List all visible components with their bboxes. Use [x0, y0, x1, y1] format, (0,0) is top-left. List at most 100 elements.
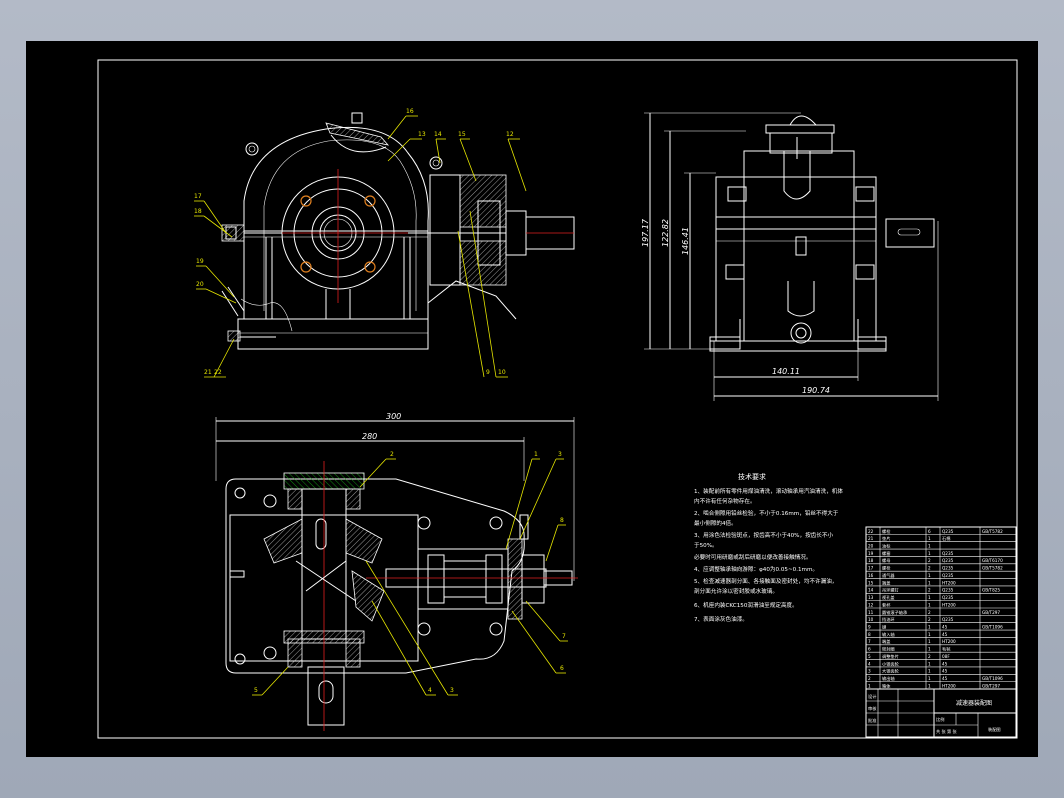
parts-list-cell: GB/T825 [982, 588, 1000, 593]
parts-list-cell: 小锥齿轮 [882, 660, 900, 667]
part-label: 15 [458, 131, 466, 138]
parts-list-cell: 1 [928, 543, 931, 548]
parts-list-cell: HT200 [942, 683, 956, 688]
parts-list-cell: Q235 [942, 595, 954, 600]
title-sheet: 共 张 第 张 [936, 728, 958, 735]
part-label: 2 [390, 451, 394, 458]
note-line: 6、机座内装CKC150润滑油至规定高度。 [694, 601, 798, 609]
note-line: 2、啮合侧隙用铅丝检验，不小于0.16mm，铅丝不得大于 [694, 509, 839, 517]
parts-list-cell: 13 [868, 595, 874, 600]
parts-list-cell: 6 [928, 529, 931, 534]
parts-list-cell: 17 [868, 566, 874, 571]
parts-list-cell: GB/T1096 [982, 676, 1003, 681]
parts-list-cell: 1 [928, 595, 931, 600]
part-label: 21 [204, 369, 212, 376]
assembly-drawing: 16 13 14 15 12 17 18 19 20 21 22 9 10 [97, 59, 1018, 739]
note-line: 7、表面涂灰色油漆。 [694, 615, 748, 623]
part-label: 19 [196, 258, 204, 265]
parts-list-cell: 45 [942, 624, 948, 629]
dim-width-190: 190.74 [802, 386, 830, 395]
parts-list-cell: 1 [928, 573, 931, 578]
parts-list-cell: Q235 [942, 588, 954, 593]
note-line: 1、装配前所有零件用煤油清洗，滚动轴承用汽油清洗，机体 [694, 487, 843, 495]
dim-height-197: 197.17 [641, 218, 650, 247]
parts-list-cell: Q235 [942, 551, 954, 556]
title-stamp: 装配图 [988, 726, 1001, 733]
front-view-part-labels: 16 13 14 15 12 17 18 19 20 21 22 9 10 [194, 108, 514, 376]
parts-list-cell: 1 [928, 624, 931, 629]
parts-list-cell: 18 [868, 558, 874, 563]
parts-list-cell: 45 [942, 669, 948, 674]
part-label: 16 [406, 108, 414, 115]
parts-list-cell: 3 [868, 669, 871, 674]
parts-list-cell: 通气器 [882, 572, 895, 579]
part-label: 1 [534, 451, 538, 458]
parts-list-cell: 圆锥滚子轴承 [882, 609, 908, 616]
parts-list-cell: HT200 [942, 580, 956, 585]
part-label: 6 [560, 665, 564, 672]
parts-list-cell: 1 [928, 536, 931, 541]
parts-list-cell: 螺栓 [882, 528, 891, 535]
parts-list-cell: 大锥齿轮 [882, 668, 900, 675]
parts-list-cell: 1 [928, 639, 931, 644]
parts-list-cell: 挡油环 [882, 616, 895, 623]
parts-list-cell: 4 [868, 661, 871, 666]
parts-list-cell: 1 [928, 647, 931, 652]
parts-list-cell: GB/T297 [982, 610, 1000, 615]
parts-list-cell: Q235 [942, 617, 954, 622]
parts-list-cell: 10 [868, 617, 874, 622]
parts-list-cell: 7 [868, 639, 871, 644]
parts-list-cell: 5 [868, 654, 871, 659]
parts-list-cell: 油标 [882, 542, 890, 549]
note-line: 5、检查减速器剖分面、各接触面及密封处，均不许漏油， [694, 577, 837, 585]
parts-list-cell: Q235 [942, 566, 954, 571]
parts-list-cell: 1 [928, 551, 931, 556]
parts-list-cell: HT200 [942, 639, 956, 644]
parts-list-cell: 输入轴 [882, 631, 895, 638]
front-view [194, 112, 575, 378]
parts-list-cell: 吊环螺钉 [882, 587, 900, 594]
parts-list-cell: 08F [942, 654, 950, 659]
note-line: 剖分面允许涂以密封胶或水玻璃。 [694, 587, 778, 595]
notes-title: 技术要求 [738, 472, 766, 481]
parts-list-cell: 14 [868, 588, 874, 593]
parts-list-cell: 垫片 [882, 535, 890, 542]
parts-list-cell: 45 [942, 676, 948, 681]
cad-drawing-viewport[interactable]: 16 13 14 15 12 17 18 19 20 21 22 9 10 [26, 41, 1038, 757]
parts-list-cell: 2 [928, 654, 931, 659]
parts-list-cell: 1 [928, 602, 931, 607]
parts-list-cell: 端盖 [882, 579, 890, 586]
parts-list-cell: Q235 [942, 529, 954, 534]
parts-list-cell: 2 [928, 588, 931, 593]
parts-list-cell: 2 [928, 566, 931, 571]
parts-list-cell: 2 [928, 558, 931, 563]
parts-list-cell: 套杯 [882, 601, 891, 608]
parts-list-cell: 输出轴 [882, 675, 895, 682]
parts-list-cell: 1 [928, 580, 931, 585]
part-label: 3 [558, 451, 562, 458]
drawing-title: 减速器装配图 [956, 699, 992, 707]
parts-list-cell: 45 [942, 661, 948, 666]
part-label: 8 [560, 517, 564, 524]
parts-list-cell: 2 [928, 617, 931, 622]
parts-list-cell: GB/T297 [982, 683, 1000, 688]
parts-list-cell: GB/T6170 [982, 558, 1003, 563]
title-designer: 设计 [868, 693, 876, 700]
dim-overall-300: 300 [386, 412, 401, 421]
dim-height-146: 146.41 [681, 227, 690, 255]
top-view-part-labels: 2 1 3 8 7 6 5 4 3 [254, 451, 566, 694]
note-line: 内不许有任何杂物存在。 [694, 497, 756, 505]
part-label: 12 [506, 131, 514, 138]
note-line: 于50%。 [694, 542, 718, 549]
parts-list-cell: 9 [868, 624, 871, 629]
parts-list-cell: Q235 [942, 558, 954, 563]
parts-list-cell: HT200 [942, 602, 956, 607]
parts-list-cell: 6 [868, 647, 871, 652]
part-label: 7 [562, 633, 566, 640]
title-scale: 比例 [936, 716, 944, 723]
parts-list-cell: 2 [868, 676, 871, 681]
parts-list-cell: 45 [942, 632, 948, 637]
part-label: 9 [486, 369, 490, 376]
note-line: 必要时可用研磨或刮后研磨以便改善接触情况。 [694, 553, 811, 561]
parts-list-cell: 11 [868, 610, 874, 615]
